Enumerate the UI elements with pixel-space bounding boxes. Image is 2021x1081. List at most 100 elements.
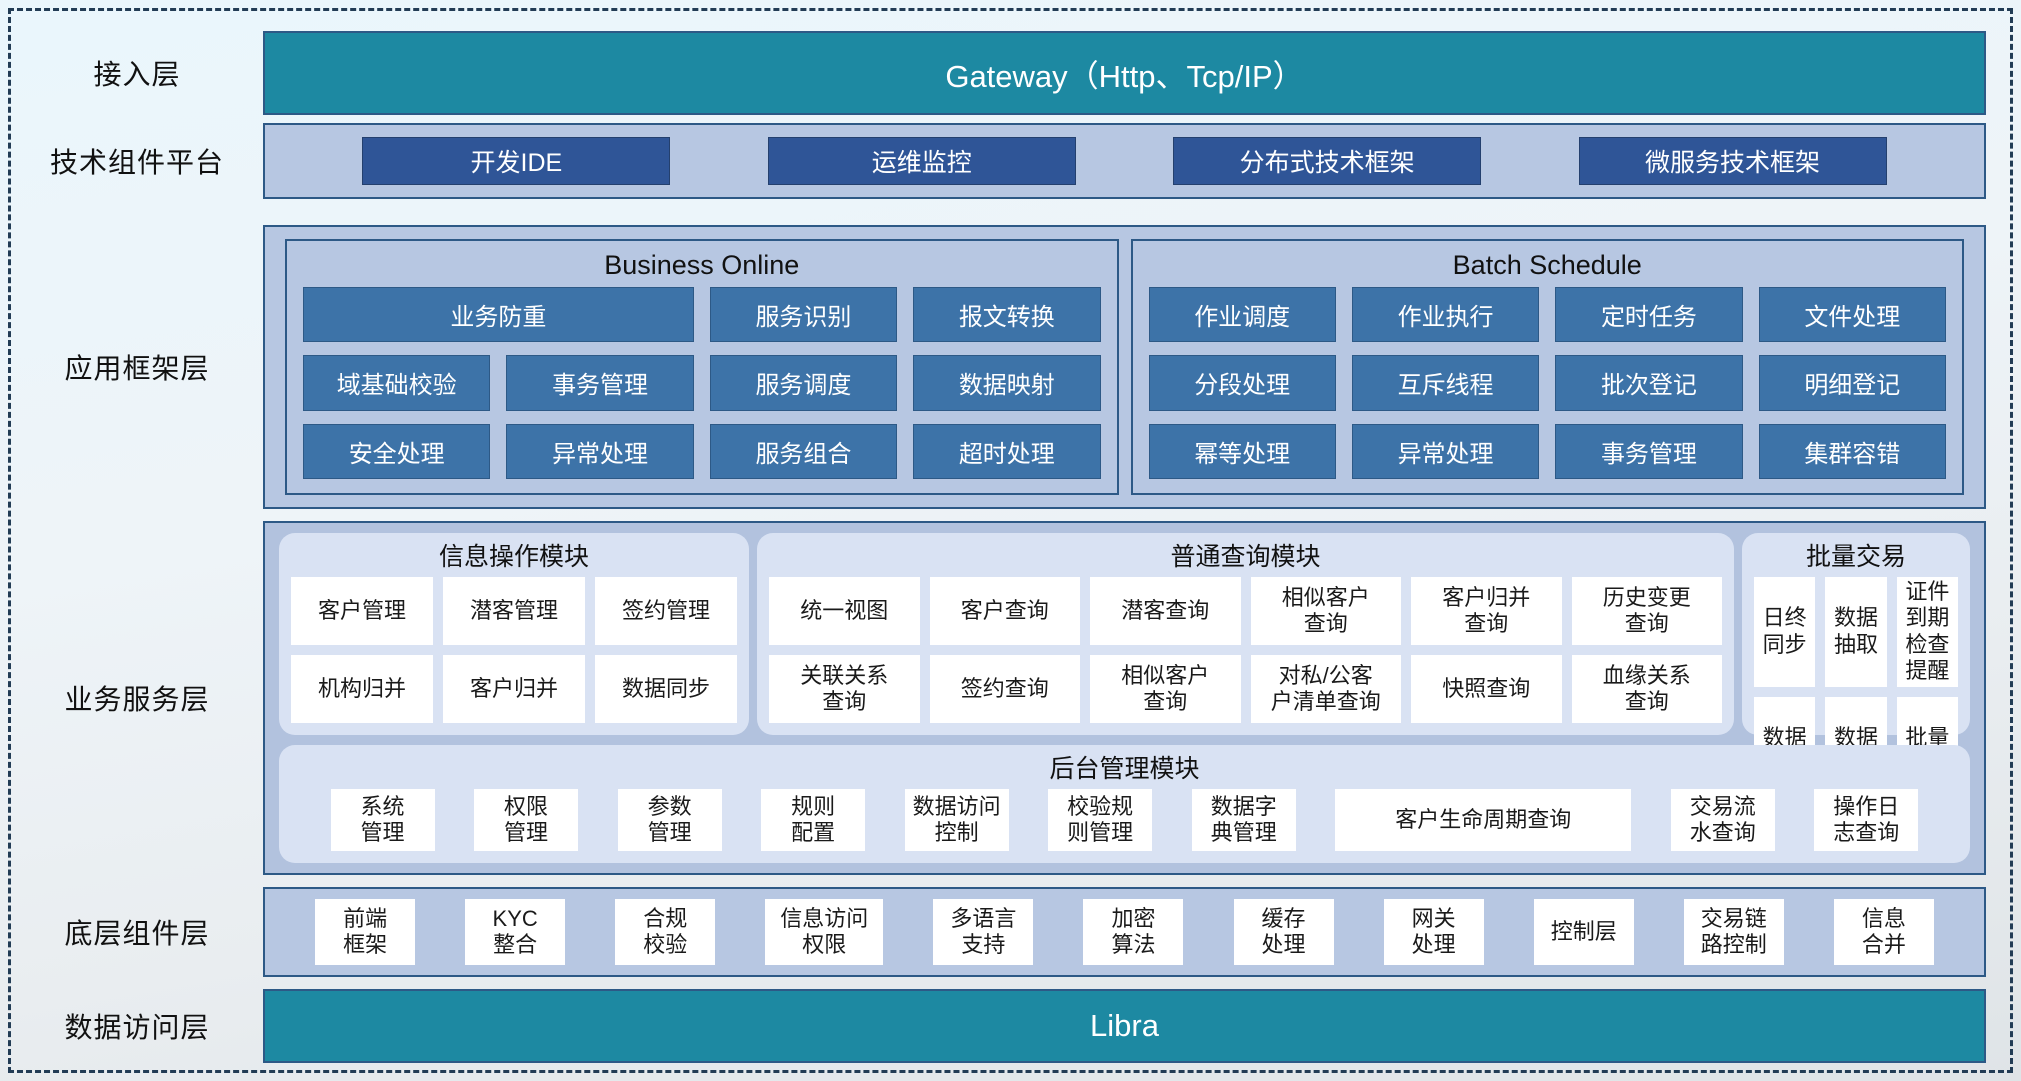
service-cell: 数据字 典管理 xyxy=(1191,789,1296,851)
service-cell: 数据访问 控制 xyxy=(904,789,1009,851)
component-cell: 缓存 处理 xyxy=(1233,899,1334,965)
common-query-panel: 普通查询模块 统一视图 客户查询 潜客查询 相似客户 查询 客户归并 查询 历史… xyxy=(757,533,1734,735)
component-cell: 网关 处理 xyxy=(1383,899,1484,965)
module-cell: 分段处理 xyxy=(1148,355,1336,411)
service-cell: 签约管理 xyxy=(595,577,737,645)
common-query-grid: 统一视图 客户查询 潜客查询 相似客户 查询 客户归并 查询 历史变更 查询 关… xyxy=(769,577,1722,723)
service-cell: 对私/公客 户清单查询 xyxy=(1250,655,1401,723)
module-cell: 服务组合 xyxy=(709,423,898,479)
service-cell: 快照查询 xyxy=(1411,655,1562,723)
layer-label-data-access: 数据访问层 xyxy=(64,1012,210,1043)
service-cell: 日终 同步 xyxy=(1754,577,1816,687)
admin-grid: 系统 管理 权限 管理 参数 管理 规则 配置 数据访问 控制 校验规 则管理 … xyxy=(291,789,1958,851)
business-online-grid: 业务防重 服务识别 报文转换 域基础校验 事务管理 服务调度 数据映射 安全处理… xyxy=(303,287,1101,479)
business-online-title: Business Online xyxy=(604,249,800,280)
module-cell: 作业调度 xyxy=(1148,287,1336,343)
admin-title: 后台管理模块 xyxy=(1049,755,1200,783)
service-cell: 数据同步 xyxy=(595,655,737,723)
module-cell: 报文转换 xyxy=(913,287,1101,343)
component-cell: 多语言 支持 xyxy=(933,899,1034,965)
component-cell: KYC 整合 xyxy=(465,899,566,965)
batch-trade-panel: 批量交易 日终 同步 数据 抽取 证件到期 检查提醒 数据 转换 数据 装载 批… xyxy=(1742,533,1970,807)
base-components-container: 前端 框架 KYC 整合 合规 校验 信息访问 权限 多语言 支持 加密 算法 … xyxy=(263,887,1986,977)
layer-label-business-service: 业务服务层 xyxy=(64,684,210,715)
row-access-layer: 接入层 Gateway（Http、Tcp/IP） xyxy=(11,31,1986,115)
service-cell: 相似客户 查询 xyxy=(1250,577,1401,645)
module-cell: 异常处理 xyxy=(506,423,694,479)
info-ops-grid: 客户管理 潜客管理 签约管理 机构归并 客户归并 数据同步 xyxy=(291,577,737,723)
batch-trade-title: 批量交易 xyxy=(1805,543,1906,571)
app-framework-container: Business Online 业务防重 服务识别 报文转换 域基础校验 事务管… xyxy=(263,225,1986,509)
module-cell: 幂等处理 xyxy=(1148,423,1336,479)
dashed-frame: 接入层 Gateway（Http、Tcp/IP） 技术组件平台 开发IDE 运维… xyxy=(8,8,2013,1073)
module-cell: 明细登记 xyxy=(1758,355,1946,411)
info-ops-title: 信息操作模块 xyxy=(438,543,589,571)
service-cell: 客户归并 xyxy=(443,655,585,723)
libra-label: Libra xyxy=(1090,1008,1159,1043)
component-cell: 信息访问 权限 xyxy=(765,899,884,965)
row-business-service: 业务服务层 信息操作模块 客户管理 潜客管理 签约管理 机构归并 客户归并 xyxy=(11,521,1986,875)
component-cell: 前端 框架 xyxy=(315,899,416,965)
service-cell: 机构归并 xyxy=(291,655,433,723)
service-cell: 血缘关系 查询 xyxy=(1571,655,1722,723)
module-cell: 文件处理 xyxy=(1758,287,1946,343)
batch-schedule-title: Batch Schedule xyxy=(1452,249,1642,280)
service-cell: 数据 抽取 xyxy=(1825,577,1887,687)
tech-item-microservice-framework: 微服务技术框架 xyxy=(1578,137,1887,185)
info-ops-panel: 信息操作模块 客户管理 潜客管理 签约管理 机构归并 客户归并 数据同步 xyxy=(279,533,749,735)
admin-panel: 后台管理模块 系统 管理 权限 管理 参数 管理 规则 配置 数据访问 控制 校… xyxy=(279,745,1970,863)
component-cell: 交易链 路控制 xyxy=(1683,899,1784,965)
module-cell: 互斥线程 xyxy=(1351,355,1540,411)
service-cell: 规则 配置 xyxy=(761,789,866,851)
batch-schedule-panel: Batch Schedule 作业调度 作业执行 定时任务 文件处理 分段处理 … xyxy=(1130,239,1964,495)
service-cell: 客户查询 xyxy=(929,577,1080,645)
module-cell: 作业执行 xyxy=(1351,287,1540,343)
row-data-access: 数据访问层 Libra xyxy=(11,989,1986,1063)
component-cell: 合规 校验 xyxy=(615,899,716,965)
module-cell: 事务管理 xyxy=(506,355,694,411)
business-service-container: 信息操作模块 客户管理 潜客管理 签约管理 机构归并 客户归并 数据同步 xyxy=(263,521,1986,875)
business-service-top-row: 信息操作模块 客户管理 潜客管理 签约管理 机构归并 客户归并 数据同步 xyxy=(279,533,1970,807)
module-cell: 批次登记 xyxy=(1555,355,1743,411)
batch-schedule-grid: 作业调度 作业执行 定时任务 文件处理 分段处理 互斥线程 批次登记 明细登记 … xyxy=(1148,287,1946,479)
module-cell: 事务管理 xyxy=(1555,423,1743,479)
module-cell: 异常处理 xyxy=(1351,423,1540,479)
gateway-bar: Gateway（Http、Tcp/IP） xyxy=(263,31,1986,115)
component-cell: 控制层 xyxy=(1533,899,1634,965)
service-cell: 客户管理 xyxy=(291,577,433,645)
module-cell: 定时任务 xyxy=(1555,287,1743,343)
module-cell: 服务识别 xyxy=(709,287,898,343)
service-cell: 参数 管理 xyxy=(617,789,722,851)
service-cell: 关联关系 查询 xyxy=(769,655,920,723)
tech-item-distributed-framework: 分布式技术框架 xyxy=(1173,137,1482,185)
common-query-title: 普通查询模块 xyxy=(1170,543,1321,571)
service-cell: 客户归并 查询 xyxy=(1411,577,1562,645)
service-cell: 系统 管理 xyxy=(330,789,435,851)
module-cell: 数据映射 xyxy=(913,355,1101,411)
row-tech-platform: 技术组件平台 开发IDE 运维监控 分布式技术框架 微服务技术框架 xyxy=(11,123,1986,199)
service-cell: 相似客户 查询 xyxy=(1090,655,1241,723)
service-cell: 证件到期 检查提醒 xyxy=(1896,577,1958,687)
service-cell: 交易流 水查询 xyxy=(1670,789,1775,851)
service-cell: 历史变更 查询 xyxy=(1571,577,1722,645)
module-cell: 业务防重 xyxy=(303,287,694,343)
business-online-panel: Business Online 业务防重 服务识别 报文转换 域基础校验 事务管… xyxy=(285,239,1119,495)
tech-item-ops-monitor: 运维监控 xyxy=(767,137,1076,185)
layer-label-tech-platform: 技术组件平台 xyxy=(49,147,224,178)
tech-platform-container: 开发IDE 运维监控 分布式技术框架 微服务技术框架 xyxy=(263,123,1986,199)
service-cell: 潜客查询 xyxy=(1090,577,1241,645)
service-cell: 操作日 志查询 xyxy=(1814,789,1919,851)
component-cell: 加密 算法 xyxy=(1083,899,1184,965)
gateway-label: Gateway（Http、Tcp/IP） xyxy=(945,58,1304,94)
module-cell: 安全处理 xyxy=(303,423,491,479)
component-cell: 信息 合并 xyxy=(1833,899,1934,965)
module-cell: 服务调度 xyxy=(709,355,898,411)
layer-label-app-framework: 应用框架层 xyxy=(64,353,210,384)
layer-label-access: 接入层 xyxy=(93,59,181,90)
module-cell: 域基础校验 xyxy=(303,355,491,411)
row-base-components: 底层组件层 前端 框架 KYC 整合 合规 校验 信息访问 权限 多语言 支持 … xyxy=(11,887,1986,977)
row-app-framework: 应用框架层 Business Online 业务防重 服务识别 报文转换 域基础… xyxy=(11,225,1986,509)
layer-label-base-components: 底层组件层 xyxy=(64,918,210,949)
module-cell: 超时处理 xyxy=(913,423,1101,479)
